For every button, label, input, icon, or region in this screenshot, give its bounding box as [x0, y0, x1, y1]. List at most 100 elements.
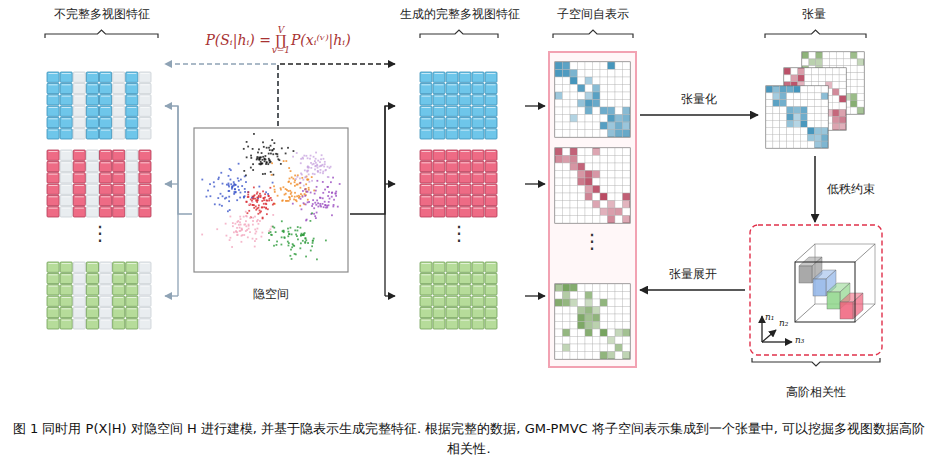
matrix-cell — [593, 107, 601, 115]
matrix-cell — [623, 100, 631, 108]
matrix-cell — [578, 62, 586, 70]
cell-highlight — [114, 320, 123, 321]
matrix-cell — [807, 86, 814, 93]
matrix-cell — [821, 141, 828, 148]
scatter-point — [310, 162, 312, 164]
scatter-point — [330, 181, 332, 183]
scatter-point — [328, 201, 330, 203]
cell-highlight — [127, 286, 136, 287]
cell-highlight — [62, 185, 71, 186]
feature-cell — [420, 296, 432, 306]
cell-highlight — [422, 320, 431, 321]
scatter-point — [283, 186, 285, 188]
matrix-cell — [800, 107, 807, 114]
feature-cell — [139, 173, 151, 183]
feature-cell — [113, 207, 125, 217]
matrix-cell — [787, 93, 794, 100]
scatter-point — [257, 152, 259, 154]
bracket — [752, 358, 880, 366]
feature-cell — [472, 285, 484, 295]
matrix-cell — [773, 107, 780, 114]
scatter-point — [295, 178, 297, 180]
matrix-cell — [832, 123, 839, 130]
feature-cell — [100, 83, 112, 93]
matrix-cell — [585, 337, 593, 345]
matrix-cell — [821, 114, 828, 121]
cell-highlight — [487, 174, 496, 175]
cell-highlight — [422, 130, 431, 131]
matrix-cell — [623, 122, 631, 130]
feature-cell — [139, 319, 151, 329]
scatter-point — [300, 235, 302, 237]
scatter-point — [255, 209, 257, 211]
feature-cell — [126, 195, 138, 205]
matrix-cell — [555, 163, 563, 171]
cell-highlight — [448, 73, 457, 74]
view-group: 不完整多视图特征 — [38, 6, 165, 346]
cell-highlight — [461, 84, 470, 85]
scatter-point — [309, 158, 311, 160]
scatter-point — [314, 160, 316, 162]
group-heading: 不完整多视图特征 — [52, 6, 152, 22]
scatter-point — [242, 234, 244, 236]
matrix-cell — [585, 178, 593, 186]
feature-cell — [100, 117, 112, 127]
matrix-cell — [593, 62, 601, 70]
feature-cell — [86, 184, 98, 194]
cell-highlight — [448, 274, 457, 275]
feature-cell — [86, 195, 98, 205]
cell-highlight — [88, 84, 97, 85]
tensor-cube — [795, 244, 875, 322]
matrix-cell — [578, 292, 586, 300]
scatter-point — [252, 204, 254, 206]
feature-cell — [472, 129, 484, 139]
scatter-point — [329, 198, 331, 200]
scatter-point — [273, 185, 275, 187]
scatter-point — [325, 169, 327, 171]
scatter-point — [255, 238, 257, 240]
scatter-point — [218, 177, 220, 179]
scatter-point — [236, 234, 238, 236]
scatter-point — [245, 211, 247, 213]
matrix-frame — [555, 284, 630, 359]
cell-highlight — [114, 73, 123, 74]
feature-cell — [113, 106, 125, 116]
feature-cell — [126, 95, 138, 105]
scatter-point — [292, 244, 294, 246]
scatter-point — [261, 207, 263, 209]
cell-highlight — [62, 297, 71, 298]
matrix-cell — [623, 322, 631, 330]
matrix-cell — [555, 292, 563, 300]
scatter-point — [305, 204, 307, 206]
cell-highlight — [140, 320, 149, 321]
matrix-cell — [563, 92, 571, 100]
cell-highlight — [487, 297, 496, 298]
scatter-point — [229, 239, 231, 241]
cell-highlight — [101, 274, 110, 275]
matrix-cell — [623, 344, 631, 352]
scatter-point — [262, 141, 264, 143]
scatter-point — [294, 181, 296, 183]
matrix-cell — [780, 141, 787, 148]
matrix-cell — [585, 115, 593, 123]
cell-highlight — [487, 96, 496, 97]
matrix-cell — [832, 102, 839, 109]
feature-cell — [126, 207, 138, 217]
feature-cell — [420, 207, 432, 217]
feature-cell — [73, 161, 85, 171]
scatter-point — [247, 194, 249, 196]
matrix-cell — [555, 284, 563, 292]
scatter-point — [262, 173, 264, 175]
scatter-point — [264, 158, 266, 160]
scatter-point — [260, 163, 262, 165]
scatter-point — [254, 240, 256, 242]
matrix-cell — [578, 193, 586, 201]
matrix-cell — [585, 314, 593, 322]
feature-cell — [100, 195, 112, 205]
cube-edge — [855, 244, 875, 262]
scatter-point — [307, 166, 309, 168]
feature-cell — [139, 273, 151, 283]
cell-highlight — [101, 185, 110, 186]
cell-highlight — [435, 286, 444, 287]
cell-highlight — [101, 196, 110, 197]
